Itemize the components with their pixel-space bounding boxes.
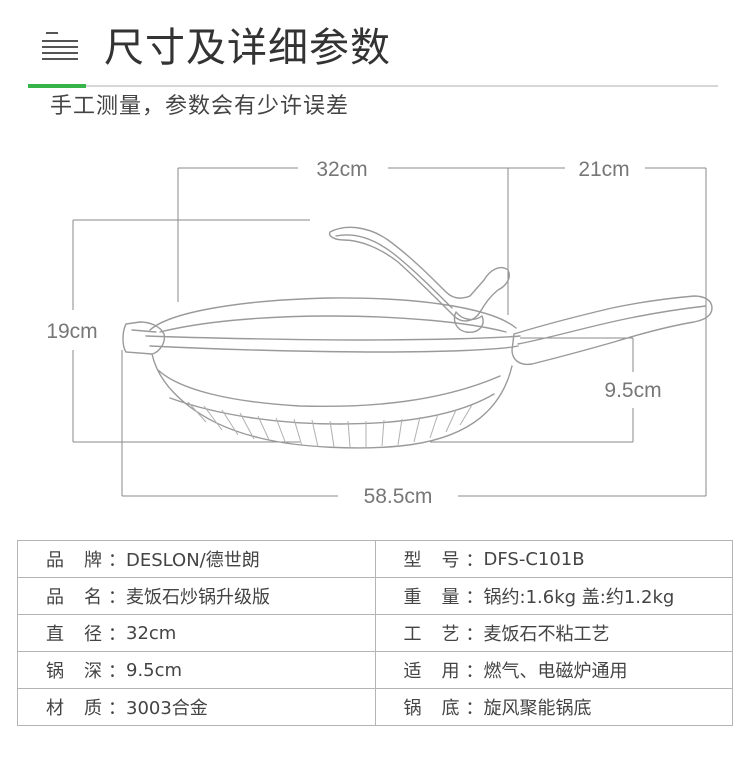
spec-colon: ： <box>108 550 126 571</box>
spec-value: 旋风聚能锅底 <box>483 698 592 719</box>
spec-colon: ： <box>465 624 484 645</box>
spec-key-char: 艺 <box>441 624 460 645</box>
spec-value: 9.5cm <box>126 659 183 681</box>
spec-row: 材质：3003合金锅底：旋风聚能锅底 <box>17 688 733 726</box>
spec-key-char: 质 <box>84 698 102 719</box>
section-header: 尺寸及详细参数 手工测量，参数会有少许误差 <box>0 0 750 130</box>
wok-ridges <box>187 401 473 448</box>
spec-colon: ： <box>465 661 484 682</box>
page-title: 尺寸及详细参数 <box>104 25 391 71</box>
spec-cell-left: 直径 ：32cm <box>17 614 376 652</box>
spec-value: 3003合金 <box>126 698 208 719</box>
spec-row: 品牌：DESLON/德世朗型号：DFS-C101B <box>17 540 733 578</box>
spec-value: DFS-C101B <box>483 548 585 570</box>
spec-key-char: 工 <box>403 624 422 645</box>
spec-colon: ： <box>465 587 484 608</box>
spec-value: 麦饭石炒锅升级版 <box>126 587 270 608</box>
height-label: 19cm <box>46 320 97 343</box>
spec-key-char: 材 <box>46 698 64 719</box>
spec-value: 麦饭石不粘工艺 <box>483 624 610 645</box>
spec-key-char: 重 <box>403 587 422 608</box>
wok-illustration <box>122 226 713 449</box>
total-length-label: 58.5cm <box>364 485 433 508</box>
spec-colon: ： <box>108 587 126 608</box>
title-accent-rule <box>28 84 86 88</box>
diameter-label: 32cm <box>316 158 367 181</box>
spec-row: 品名：麦饭石炒锅升级版重量：锅约:1.6kg 盖:约1.2kg <box>17 577 733 615</box>
depth-label: 9.5cm <box>604 379 661 402</box>
spec-key-char: 适 <box>403 661 422 682</box>
spec-value: 燃气、电磁炉通用 <box>483 661 628 682</box>
spec-key-char: 号 <box>441 550 460 571</box>
spec-cell-left: 材质 ：3003合金 <box>17 688 376 726</box>
spec-colon: ： <box>108 698 126 719</box>
spec-value: 锅约:1.6kg 盖:约1.2kg <box>483 587 675 608</box>
spec-cell-left: 品名 ：麦饭石炒锅升级版 <box>17 577 376 615</box>
spec-cell-left: 锅深 ：9.5cm <box>17 651 376 689</box>
spec-colon: ： <box>108 661 126 682</box>
spec-key-char: 量 <box>441 587 460 608</box>
spec-key-char: 锅 <box>403 698 422 719</box>
page-subtitle: 手工测量，参数会有少许误差 <box>50 94 350 119</box>
spec-key-char: 深 <box>84 661 102 682</box>
wok-dimension-diagram: 32cm 21cm 19cm 9.5cm 58.5cm <box>46 158 713 508</box>
spec-key-char: 牌 <box>84 550 102 571</box>
spec-key-char: 径 <box>84 624 102 645</box>
spec-colon: ： <box>465 550 484 571</box>
spec-key-char: 品 <box>46 587 64 608</box>
spec-colon: ： <box>108 624 126 645</box>
spec-cell-right: 重量：锅约:1.6kg 盖:约1.2kg <box>374 577 733 615</box>
spec-cell-right: 锅底：旋风聚能锅底 <box>374 688 733 726</box>
spec-value: DESLON/德世朗 <box>126 550 260 571</box>
spec-cell-right: 工艺：麦饭石不粘工艺 <box>374 614 733 652</box>
spec-cell-right: 适用：燃气、电磁炉通用 <box>374 651 733 689</box>
spec-colon: ： <box>465 698 484 719</box>
spec-key-char: 直 <box>46 624 64 645</box>
dimension-lines <box>72 167 707 497</box>
spec-key-char: 型 <box>403 550 422 571</box>
spec-value: 32cm <box>126 622 177 644</box>
spec-key-char: 名 <box>84 587 102 608</box>
spec-key-char: 底 <box>441 698 460 719</box>
spec-key-char: 锅 <box>46 661 64 682</box>
spec-cell-right: 型号：DFS-C101B <box>374 540 733 578</box>
spec-key-char: 品 <box>46 550 64 571</box>
list-icon <box>42 32 78 60</box>
handle-length-label: 21cm <box>578 158 629 181</box>
title-divider <box>86 85 718 87</box>
spec-key-char: 用 <box>441 661 460 682</box>
spec-cell-left: 品牌 ：DESLON/德世朗 <box>17 540 376 578</box>
